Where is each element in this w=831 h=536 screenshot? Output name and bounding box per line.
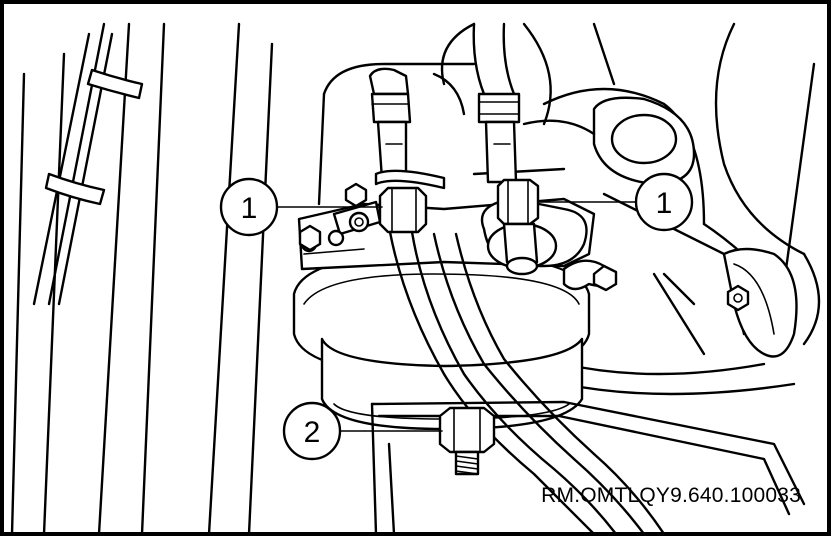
drain-plug	[438, 406, 496, 476]
right-bracket	[722, 247, 798, 358]
upper-housing	[317, 62, 596, 206]
left-cable	[32, 22, 144, 306]
background-frame-lines	[10, 22, 274, 532]
left-fuel-line	[368, 67, 665, 532]
callout-label-2: 2	[304, 416, 321, 449]
callout-1-left: 1	[219, 177, 383, 237]
callout-label-1-right: 1	[656, 187, 673, 220]
callout-label-1-left: 1	[241, 192, 258, 225]
right-fuel-line	[472, 22, 540, 276]
technical-line-drawing: 1 1 2	[10, 22, 821, 532]
pump-body	[292, 252, 591, 431]
callout-1-right: 1	[537, 172, 694, 232]
right-housing	[440, 22, 821, 396]
reference-code: RM.OMTLQY9.640.100033	[541, 484, 801, 507]
callout-2: 2	[282, 401, 443, 461]
